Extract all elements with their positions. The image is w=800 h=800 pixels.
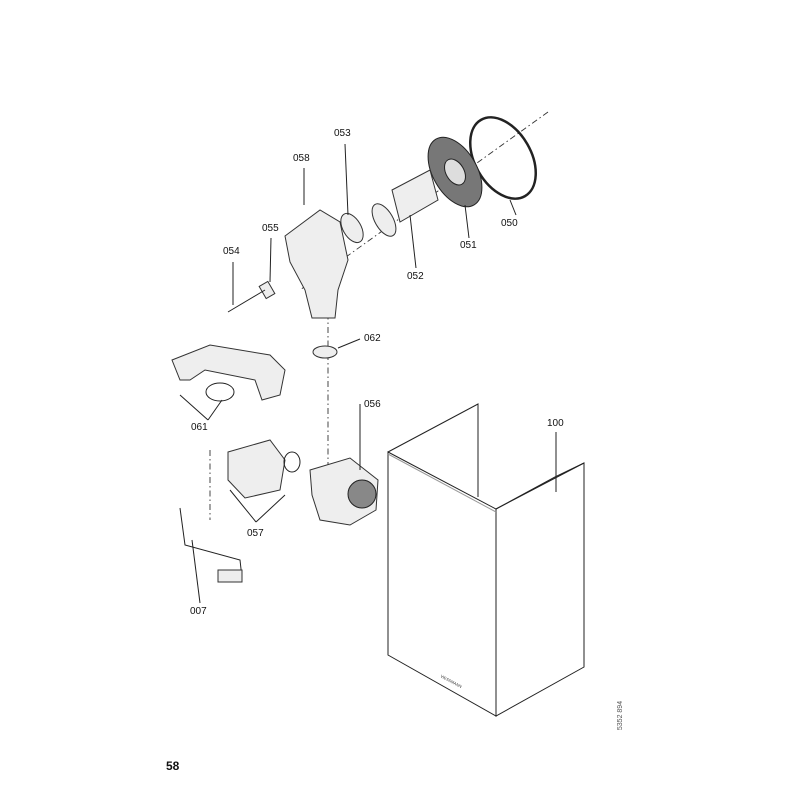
part-label-056: 056 — [364, 399, 381, 410]
seal-ring-061 — [205, 382, 235, 402]
leader-lines — [179, 143, 557, 604]
mixing-housing-058 — [284, 209, 349, 319]
fan-impeller — [347, 479, 377, 509]
part-label-054: 054 — [223, 246, 240, 257]
part-label-055: 055 — [262, 223, 279, 234]
drawing-code: 5352 894 — [617, 700, 625, 731]
part-label-061: 061 — [191, 422, 208, 433]
clip-ring — [283, 451, 301, 473]
page-number: 58 — [166, 759, 180, 773]
ignition-electrode-054 — [227, 289, 266, 313]
part-label-057: 057 — [247, 528, 264, 539]
part-label-062: 062 — [364, 333, 381, 344]
part-label-007: 007 — [190, 606, 207, 617]
part-label-053: 053 — [334, 128, 351, 139]
air-intake-pipe — [171, 344, 286, 401]
front-casing-100: VIESSMANN — [387, 403, 585, 717]
gas-pipe-007 — [179, 507, 243, 579]
gasket-053 — [340, 212, 364, 244]
burner-flange — [371, 203, 397, 237]
part-label-100: 100 — [547, 418, 564, 429]
burner-door-opening — [444, 158, 466, 186]
seal-062 — [312, 345, 338, 359]
gas-pipe-bracket — [217, 569, 243, 583]
burner-cylinder-052 — [391, 169, 439, 223]
part-label-058: 058 — [293, 153, 310, 164]
part-label-052: 052 — [407, 271, 424, 282]
gas-valve-057 — [227, 439, 286, 499]
part-label-050: 050 — [501, 218, 518, 229]
gasket-055 — [258, 280, 276, 300]
part-label-051: 051 — [460, 240, 477, 251]
